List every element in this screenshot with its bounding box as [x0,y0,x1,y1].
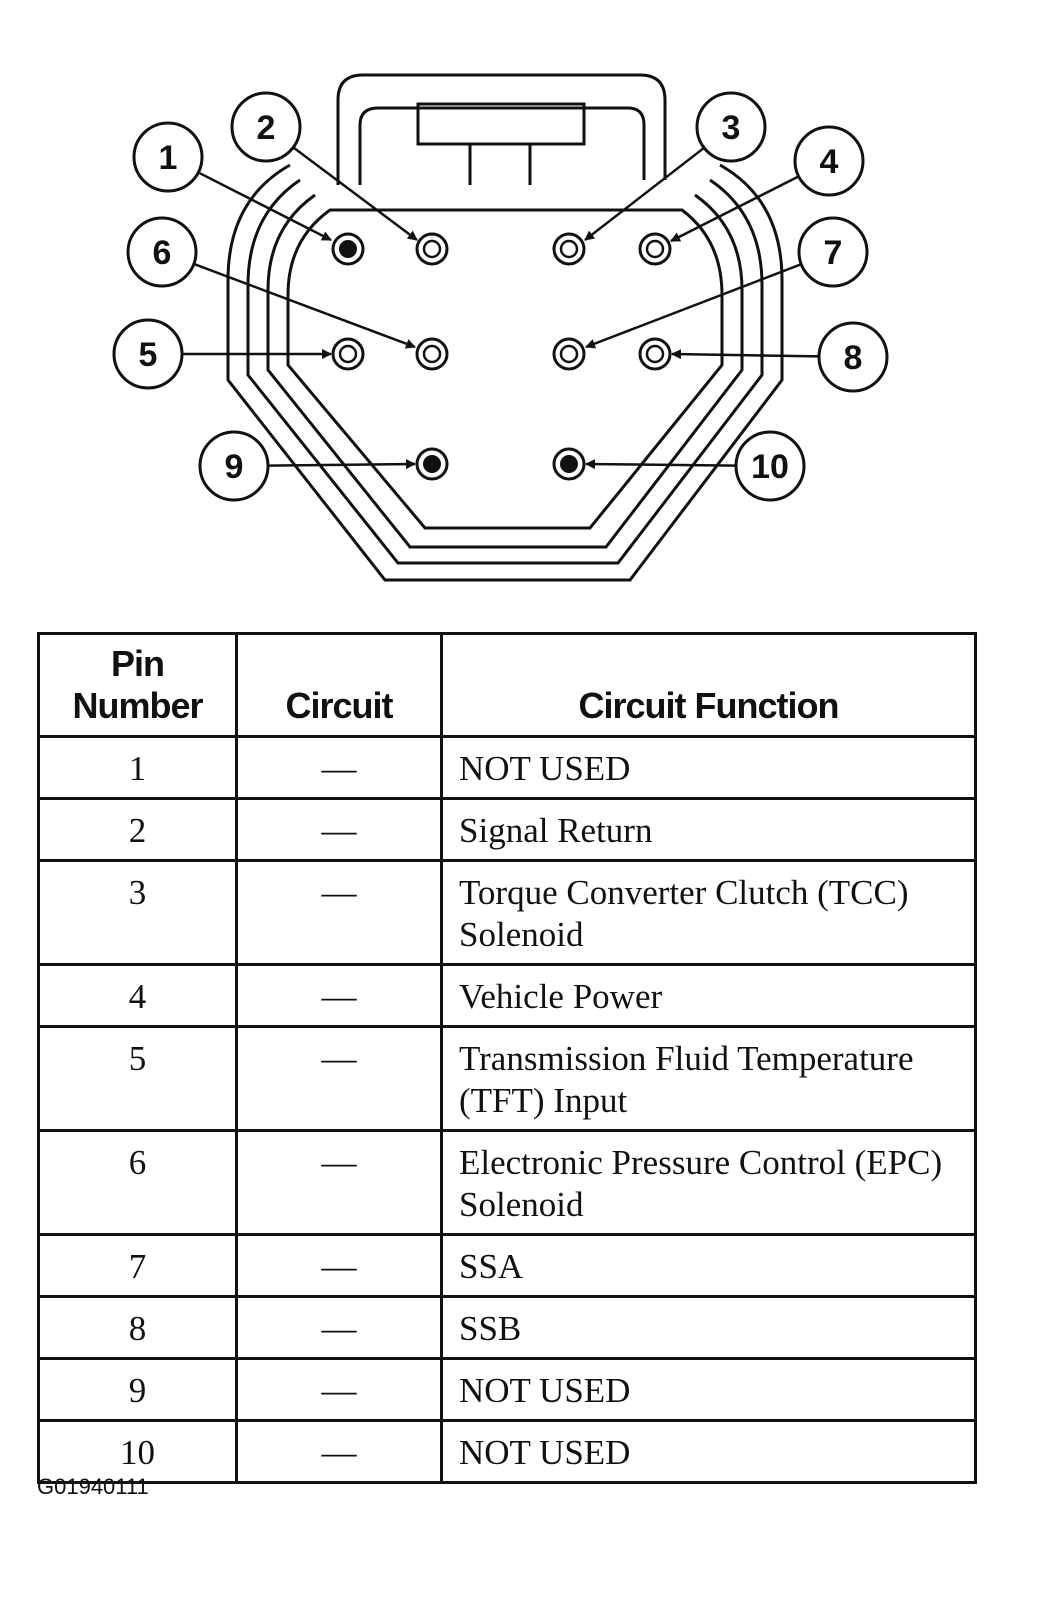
callout-label-2: 2 [257,109,276,147]
callout-label-9: 9 [225,448,244,486]
function-cell: NOT USED [440,735,977,800]
connector-diagram: 1 2 3 4 5 6 7 8 9 10 [112,73,889,582]
circuit-cell: — [235,735,443,800]
function-cell: SSA [440,1233,977,1298]
callouts: 1 2 3 4 5 6 7 8 9 10 [112,91,889,502]
callout-circle-3 [695,91,767,163]
header-pin-number: Pin Number [37,632,238,738]
callout-circle-2 [230,91,302,163]
circuit-cell: — [235,963,443,1028]
callout-circle-4 [793,125,865,197]
function-cell: Transmission Fluid Temperature (TFT) Inp… [440,1025,977,1132]
table-row: 8 — SSB [37,1295,977,1360]
pin-5-contact [338,344,358,364]
leader-line-7 [585,263,802,349]
table-row: 4 — Vehicle Power [37,963,977,1028]
pin-table: Pin Number Circuit Circuit Function 1 — … [37,632,977,1484]
pin-10-contact [560,455,578,473]
callout-circle-8 [817,321,889,393]
callout-circle-1 [132,121,204,193]
pin-7-contact [559,344,579,364]
circuit-cell: — [235,1295,443,1360]
table-row: 6 — Electronic Pressure Control (EPC) So… [37,1129,977,1236]
callout-label-1: 1 [159,139,178,177]
pin-9-contact [423,455,441,473]
callout-label-4: 4 [820,143,839,181]
function-cell: NOT USED [440,1419,977,1484]
callout-label-7: 7 [824,234,843,272]
pin-cell: 6 [37,1129,238,1236]
callout-label-10: 10 [751,448,789,486]
circuit-cell: — [235,1419,443,1484]
pin-4-contact [645,239,665,259]
circuit-cell: — [235,797,443,862]
leader-line-1 [197,171,332,242]
pins [331,232,672,481]
pin-cell: 3 [37,859,238,966]
table-row: 3 — Torque Converter Clutch (TCC) Soleno… [37,859,977,966]
pin-cell: 2 [37,797,238,862]
pin-cell: 7 [37,1233,238,1298]
header-pin-line1: Pin [110,643,165,684]
header-pin-line2: Number [72,685,203,726]
table-row: 1 — NOT USED [37,735,977,800]
connector-latch [336,73,667,185]
figure-id: G01940111 [37,1474,149,1499]
table-row: 5 — Transmission Fluid Temperature (TFT)… [37,1025,977,1132]
callout-label-5: 5 [139,336,158,374]
table-header-row: Pin Number Circuit Circuit Function [37,632,977,738]
table-row: 10 — NOT USED [37,1419,977,1484]
callout-circle-10 [734,430,806,502]
leader-line-4 [670,175,800,243]
function-cell: Signal Return [440,797,977,862]
pin-cell: 9 [37,1357,238,1422]
leader-line-8 [671,349,820,360]
leader-lines [182,146,820,470]
circuit-cell: — [235,1025,443,1132]
leader-line-6 [193,262,416,349]
pin-3-contact [559,239,579,259]
leader-line-3 [584,146,705,241]
function-cell: Vehicle Power [440,963,977,1028]
pin-cell: 8 [37,1295,238,1360]
circuit-cell: — [235,859,443,966]
pin-cell: 1 [37,735,238,800]
callout-circle-5 [112,318,184,390]
pin-cell: 10 [37,1419,238,1484]
leader-line-10 [585,459,737,470]
connector-body [226,163,784,582]
callout-label-3: 3 [722,109,741,147]
leader-line-2 [292,146,418,242]
circuit-cell: — [235,1129,443,1236]
function-cell: Torque Converter Clutch (TCC) Solenoid [440,859,977,966]
circuit-cell: — [235,1357,443,1422]
callout-circle-6 [126,216,198,288]
circuit-cell: — [235,1233,443,1298]
pin-2-contact [422,239,442,259]
function-cell: NOT USED [440,1357,977,1422]
callout-circle-9 [198,430,270,502]
leader-line-9 [267,459,416,470]
header-circuit-function: Circuit Function [440,632,977,738]
pin-1-contact [339,240,357,258]
pin-8-contact [645,344,665,364]
table-row: 2 — Signal Return [37,797,977,862]
callout-label-6: 6 [153,234,172,272]
header-circuit: Circuit [235,632,443,738]
callout-circle-7 [797,216,869,288]
table-row: 7 — SSA [37,1233,977,1298]
pin-cell: 4 [37,963,238,1028]
callout-label-8: 8 [844,339,863,377]
function-cell: Electronic Pressure Control (EPC) Soleno… [440,1129,977,1236]
table-row: 9 — NOT USED [37,1357,977,1422]
pin-6-contact [422,344,442,364]
function-cell: SSB [440,1295,977,1360]
pin-cell: 5 [37,1025,238,1132]
